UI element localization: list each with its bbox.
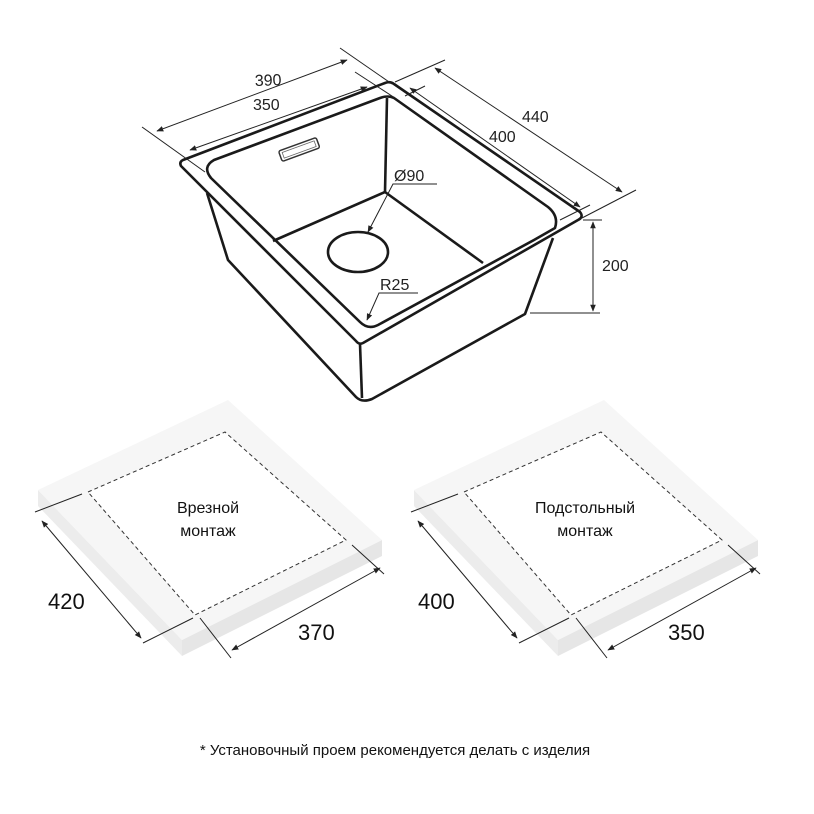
dim-line-350 — [189, 86, 368, 151]
mounting-panel-flush — [34, 400, 385, 659]
sink-dimensions — [141, 47, 637, 321]
bowl-floor-left — [272, 190, 386, 243]
mounting-undermount-length: 400 — [418, 589, 455, 614]
sink-front-edge — [358, 343, 364, 399]
sink-body-outline — [205, 192, 555, 402]
sink-drawing — [179, 80, 583, 402]
brand-plaque — [278, 137, 321, 162]
corner-radius-label: R25 — [380, 277, 409, 294]
dim-label-350: 350 — [253, 97, 280, 114]
dim-label-440: 440 — [522, 109, 549, 126]
mounting-flush-width: 370 — [298, 620, 335, 645]
dim-label-400: 400 — [489, 129, 516, 146]
dim-label-200: 200 — [602, 258, 629, 275]
mounting-label-undermount-line1: Подстольный — [535, 500, 635, 517]
drain-diameter-label: Ø90 — [394, 168, 424, 185]
mounting-label-flush-line2: монтаж — [180, 523, 236, 540]
sink-bowl-inner — [205, 95, 558, 329]
radius-leader — [366, 292, 418, 321]
mounting-label-flush-line1: Врезной — [177, 500, 239, 517]
mounting-undermount-width: 350 — [668, 620, 705, 645]
footnote: * Установочный проем рекомендуется делат… — [199, 742, 591, 759]
drain-hole — [326, 230, 390, 274]
bowl-back-corner — [383, 97, 389, 193]
sink-rim-outer — [179, 80, 583, 345]
mounting-label-undermount-line2: монтаж — [557, 523, 613, 540]
mounting-panel-undermount — [410, 400, 761, 659]
dim-label-390: 390 — [255, 72, 282, 90]
drain-leader — [367, 183, 437, 233]
mounting-flush-length: 420 — [48, 589, 85, 614]
dim-line-400 — [409, 87, 581, 208]
bowl-floor-right — [384, 190, 484, 265]
